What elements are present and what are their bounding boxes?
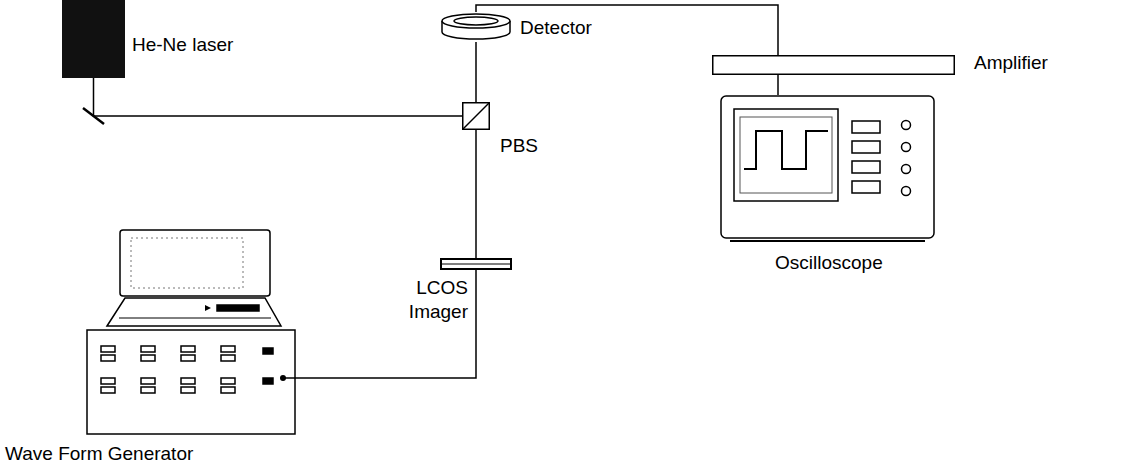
connector-line: [777, 75, 779, 95]
node-outline: [440, 12, 512, 42]
beam-splitter: PBS: [462, 102, 490, 130]
waveform-generator: Wave Form Generator: [85, 228, 297, 436]
plate-layer: [442, 264, 510, 265]
connector-line: [475, 42, 477, 102]
panel-switch: [141, 378, 155, 393]
node-label: PBS: [500, 134, 538, 158]
amplifier-box: Amplifier: [712, 55, 955, 75]
node-label: Detector: [520, 16, 592, 40]
panel-switch: [141, 346, 155, 361]
splitter-diagonal: [463, 103, 489, 129]
node-outline: [85, 228, 297, 436]
scope-knob: [902, 121, 911, 130]
node-label: He-Ne laser: [132, 33, 233, 57]
lcos-plate: LCOS Imager: [440, 258, 512, 270]
keyboard-unit: [107, 298, 281, 326]
square-wave: [744, 131, 828, 169]
laser-housing: [62, 0, 125, 78]
scope-case: [721, 96, 934, 238]
amplifier-outline: [713, 56, 955, 75]
oscilloscope: Oscilloscope: [720, 95, 935, 245]
node-label: Wave Form Generator: [5, 442, 193, 466]
cube-outline: [463, 103, 490, 130]
panel-switch: [101, 346, 115, 361]
drive-slot: [217, 305, 259, 311]
scope-knob: [902, 143, 911, 152]
scope-button: [852, 161, 880, 173]
scope-base: [730, 240, 925, 242]
node-label: Amplifier: [974, 51, 1048, 75]
node-outline: [462, 102, 490, 130]
panel-switch: [181, 378, 195, 393]
drive-light: [205, 305, 211, 311]
node-outline: [440, 258, 512, 270]
connector-line: [94, 78, 463, 116]
screen-grid: [740, 117, 832, 193]
panel-port: [263, 378, 273, 384]
scope-screen: [734, 109, 838, 201]
panel-switch: [221, 346, 235, 361]
monitor-screen: [131, 238, 243, 288]
scope-button: [852, 181, 880, 193]
keyboard-row: [119, 318, 271, 319]
detector-window: [454, 17, 498, 25]
connector-line: [476, 5, 778, 55]
monitor: [120, 230, 270, 296]
output-lead: [283, 377, 297, 379]
imager-plate: [441, 259, 511, 269]
connector-line: [297, 270, 476, 378]
laser-body: He-Ne laser: [62, 0, 125, 78]
scope-knob: [902, 187, 911, 196]
scope-knob: [902, 165, 911, 174]
panel-switch: [101, 378, 115, 393]
node-outline: [712, 55, 955, 75]
panel-switch: [181, 346, 195, 361]
node-label: LCOS Imager: [388, 276, 468, 324]
scope-button: [852, 121, 880, 133]
node-outline: [720, 95, 935, 245]
panel-port: [263, 348, 273, 354]
detector-face: [442, 14, 510, 28]
node-label: Oscilloscope: [775, 251, 883, 275]
connector-line: [475, 130, 477, 258]
generator-case: [87, 330, 295, 434]
scope-button: [852, 141, 880, 153]
node-outline: [62, 0, 125, 78]
panel-switch: [221, 378, 235, 393]
detector-lens: Detector: [440, 12, 512, 42]
